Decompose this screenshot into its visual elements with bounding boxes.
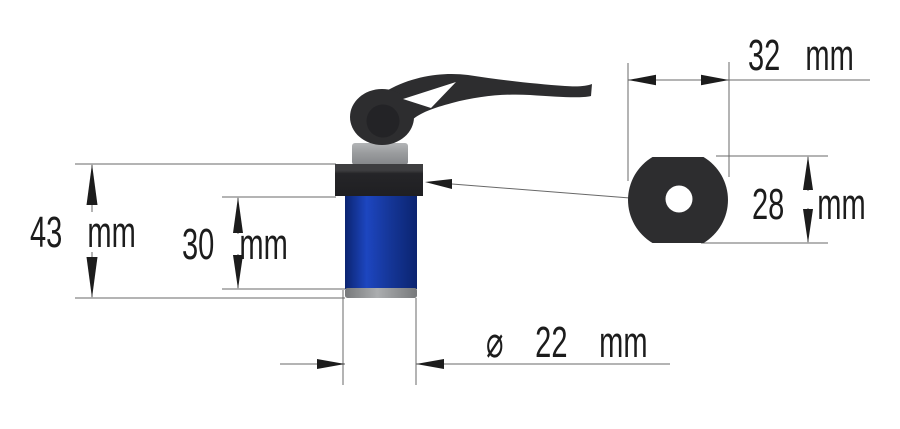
arrow-32-left (628, 74, 656, 86)
arrow-28-up (803, 156, 813, 190)
dim-label-hub-height: 28 mm (752, 183, 866, 227)
arrow-28-down (803, 209, 813, 243)
arrow-43-up (86, 164, 98, 205)
dim-unit: mm (817, 180, 866, 229)
arrow-43-down (86, 257, 98, 298)
collar (352, 143, 408, 165)
arrow-22-left (317, 359, 345, 369)
leader-arrowhead (425, 179, 452, 189)
dim-unit: mm (239, 220, 288, 269)
dim-unit: mm (87, 208, 136, 257)
arrow-32-right (701, 74, 729, 86)
lever-cutout (403, 82, 456, 108)
dim-label-hub-width: 32 mm (748, 34, 854, 78)
dim-value: 32 (748, 31, 781, 80)
dim-unit: mm (599, 318, 648, 367)
arrow-22-right (416, 359, 444, 369)
hub-top-view (628, 157, 728, 243)
cylinder-body (345, 196, 417, 289)
arrow-30-up (233, 197, 243, 233)
dim-label-body-height: 30 mm (182, 223, 288, 267)
cylinder-base-rim (345, 288, 417, 298)
diameter-symbol: ⌀ (486, 317, 504, 368)
dim-value: 22 (535, 318, 568, 367)
dim-value: 28 (752, 180, 785, 229)
arrow-30-down (233, 255, 243, 289)
lock-nut (335, 164, 423, 196)
leader-line (451, 183, 631, 199)
lever-pivot (366, 104, 400, 138)
clamp-side-view (335, 73, 592, 298)
dim-label-body-diameter: ⌀ 22 mm (486, 321, 648, 365)
dimension-arrows (86, 74, 813, 369)
dim-value: 30 (182, 220, 215, 269)
lever-arm (388, 73, 592, 120)
dim-unit: mm (805, 31, 854, 80)
cam-lever (350, 73, 592, 145)
hub-center-hole (665, 185, 693, 213)
dim-label-total-height: 43 mm (30, 211, 136, 255)
dim-value: 43 (30, 208, 63, 257)
